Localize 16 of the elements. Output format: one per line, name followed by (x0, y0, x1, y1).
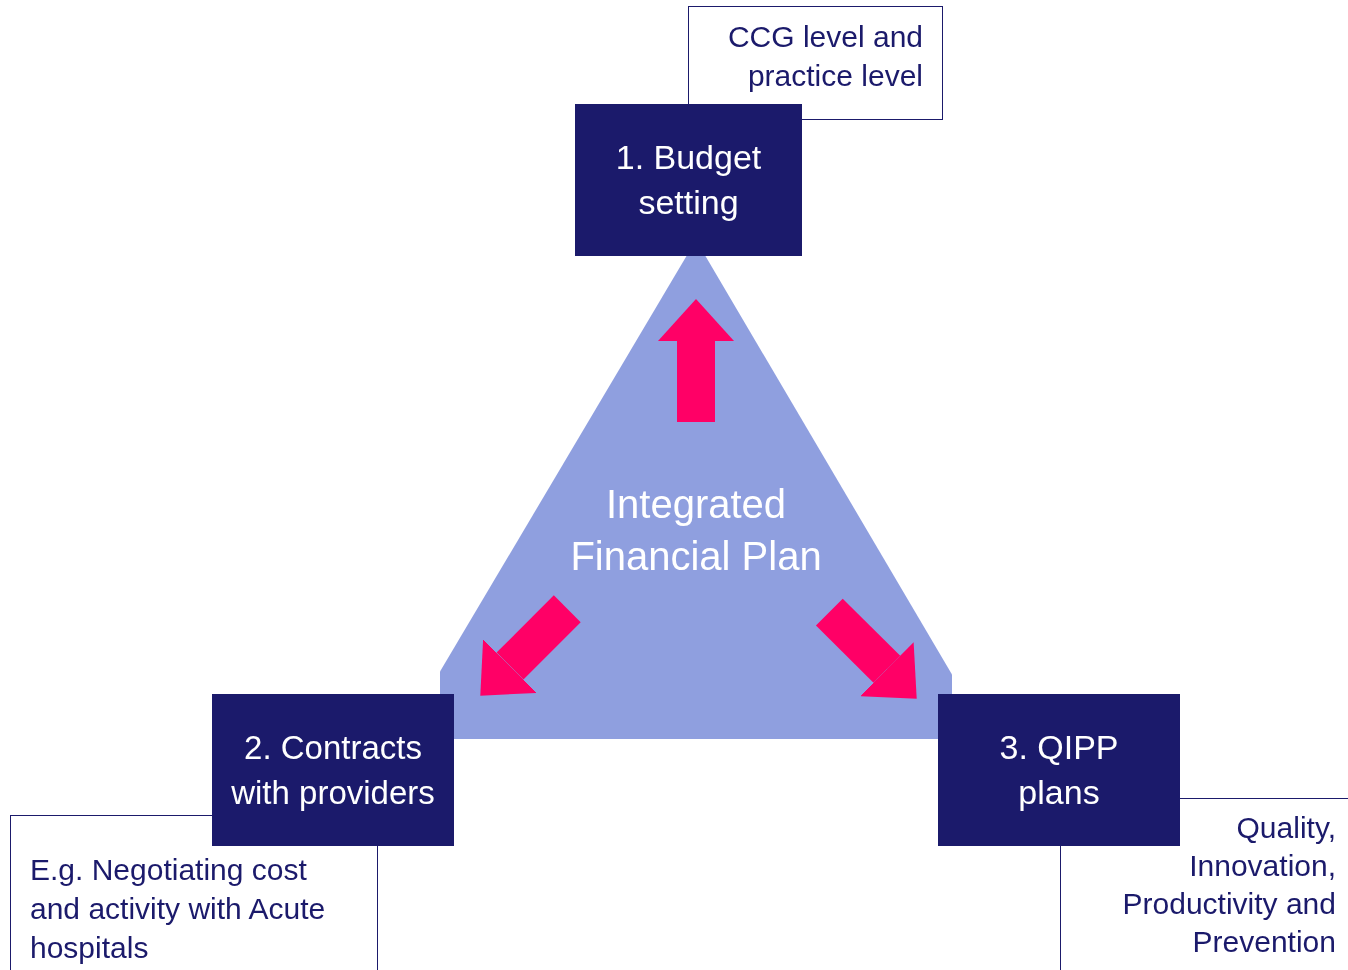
process-box (212, 694, 454, 846)
node-label: CCG level and practice level (727, 20, 923, 92)
note-box (10, 815, 378, 970)
node-label: E.g. Negotiating cost and activity with Acute hospitals (30, 853, 326, 964)
node-label: 2. Contracts with providers (230, 728, 436, 813)
triangle-shape (440, 256, 952, 739)
process-box (575, 104, 802, 256)
node-label: 1. Budget setting (614, 137, 763, 223)
node-label: Integrated Financial Plan (570, 482, 822, 578)
arrow (815, 598, 917, 699)
arrow (480, 595, 581, 696)
process-box (938, 694, 1180, 846)
node-label: Quality, Innovation, Productivity and Prevention (1122, 811, 1336, 958)
node-label: 3. QIPP plans (998, 727, 1120, 813)
note-box (688, 6, 943, 120)
arrow (658, 299, 734, 422)
